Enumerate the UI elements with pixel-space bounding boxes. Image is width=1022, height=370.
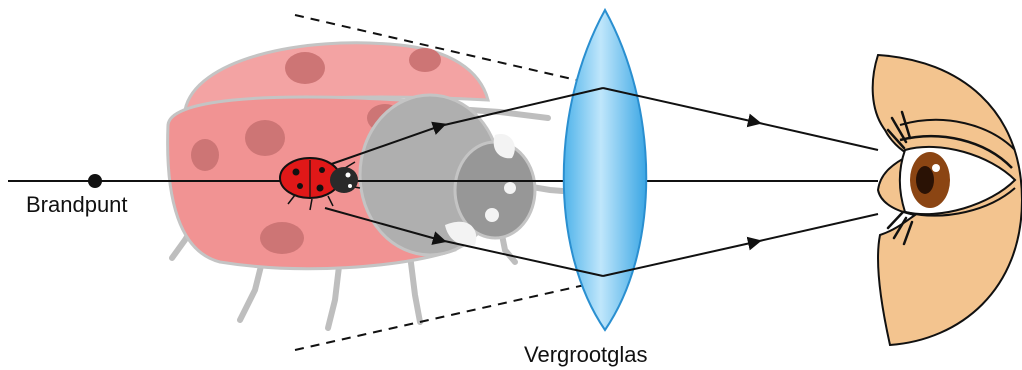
ladybug-magnified-icon <box>168 43 575 328</box>
convex-lens-icon <box>564 10 647 330</box>
focal-point-dot <box>88 174 102 188</box>
lens-label: Vergrootglas <box>524 342 648 367</box>
focal-point-label: Brandpunt <box>26 192 128 217</box>
eye-icon <box>873 55 1022 345</box>
